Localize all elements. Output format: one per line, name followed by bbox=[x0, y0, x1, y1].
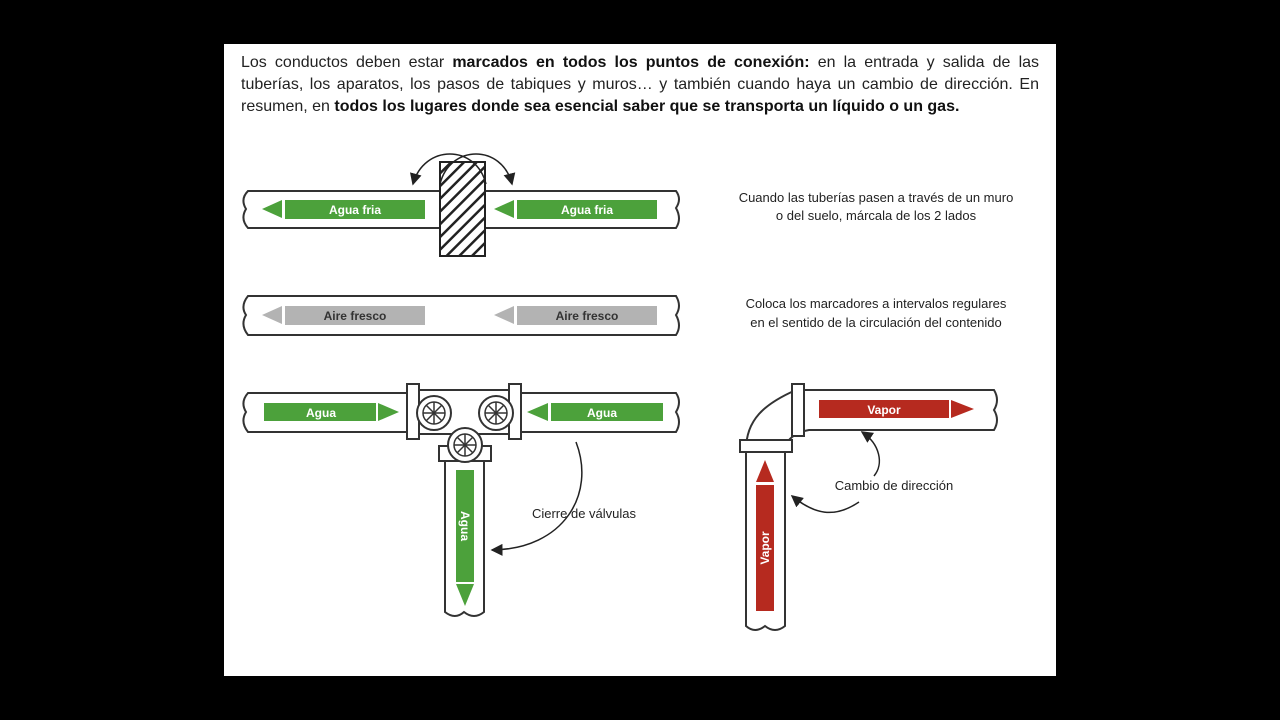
caption-interval-line2: en el sentido de la circulación del cont… bbox=[750, 315, 1002, 330]
marker-label: Agua bbox=[306, 406, 336, 420]
valve-wheel-right bbox=[478, 395, 514, 431]
marker-label: Aire fresco bbox=[324, 309, 387, 323]
marker-label: Agua fria bbox=[561, 203, 613, 217]
marker-band bbox=[756, 485, 774, 611]
direction-callout-arrow-up bbox=[860, 431, 881, 477]
marker-arrow bbox=[756, 460, 774, 482]
pipe-body bbox=[242, 295, 680, 336]
marker-vapor-up: Vapor bbox=[756, 460, 774, 611]
valve-wheel-left bbox=[416, 395, 452, 431]
marker-label: Vapor bbox=[867, 403, 901, 417]
marker-agua-right: Agua bbox=[527, 403, 663, 421]
marker-arrow bbox=[378, 403, 399, 421]
wall-arrow-right bbox=[439, 153, 516, 186]
marker-label: Vapor bbox=[758, 531, 772, 565]
wall-hatch bbox=[439, 161, 486, 257]
marker-band bbox=[285, 306, 425, 325]
marker-band bbox=[285, 200, 425, 219]
intro-part-2: en la entrada y salida de las tuberías, … bbox=[241, 54, 1040, 115]
marker-band bbox=[264, 403, 376, 421]
pipe-marking-diagram: Agua fria Agua fria Cuando las tuberías … bbox=[242, 153, 1014, 631]
pipe-body-elbow bbox=[745, 389, 998, 631]
marker-band bbox=[517, 200, 657, 219]
marker-aire-fresco-left: Aire fresco bbox=[262, 306, 425, 325]
marker-agua-left: Agua bbox=[264, 403, 399, 421]
caption-interval-line1: Coloca los marcadores a intervalos regul… bbox=[746, 296, 1007, 311]
marker-vapor-right: Vapor bbox=[819, 400, 974, 418]
valves-callout-arrow bbox=[490, 441, 583, 556]
marker-arrow bbox=[494, 306, 514, 324]
marker-aire-fresco-right: Aire fresco bbox=[494, 306, 657, 325]
wall-pipe: Agua fria Agua fria bbox=[242, 153, 680, 257]
intro-bold-2: todos los lugares donde sea esencial sab… bbox=[334, 98, 960, 115]
marker-band bbox=[517, 306, 657, 325]
slide: Los conductos deben estar marcados en to… bbox=[224, 44, 1056, 676]
valve-pipe: Agua Agua Agua bbox=[242, 383, 680, 617]
marker-label: Agua bbox=[458, 511, 472, 541]
elbow-flange-side bbox=[739, 439, 793, 453]
intro-text: Los conductos deben estar marcados en to… bbox=[241, 52, 1039, 118]
marker-band bbox=[456, 470, 474, 582]
marker-agua-fria-right: Agua fria bbox=[494, 200, 657, 219]
intro-bold-1: marcados en todos los puntos de conexión… bbox=[452, 54, 810, 71]
wall-arrow-left bbox=[410, 153, 487, 186]
direction-callout-arrow-left bbox=[790, 495, 860, 514]
marker-label: Agua fria bbox=[329, 203, 381, 217]
marker-arrow bbox=[527, 403, 548, 421]
caption-wall-line2: o del suelo, márcala de los 2 lados bbox=[776, 208, 977, 223]
marker-arrow bbox=[456, 584, 474, 606]
marker-agua-down: Agua bbox=[456, 470, 474, 606]
caption-valves: Cierre de válvulas bbox=[532, 506, 637, 521]
marker-arrow bbox=[951, 400, 974, 418]
elbow-pipe: Vapor Vapor bbox=[739, 383, 998, 631]
marker-arrow bbox=[494, 200, 514, 218]
valve-wheel-bottom bbox=[447, 427, 483, 463]
caption-wall-line1: Cuando las tuberías pasen a través de un… bbox=[739, 190, 1014, 205]
marker-label: Agua bbox=[587, 406, 617, 420]
marker-arrow bbox=[262, 306, 282, 324]
marker-agua-fria-left: Agua fria bbox=[262, 200, 425, 219]
intro-part-1: Los conductos deben estar bbox=[241, 54, 453, 71]
marker-band bbox=[819, 400, 949, 418]
caption-direction: Cambio de dirección bbox=[835, 478, 954, 493]
interval-pipe: Aire fresco Aire fresco bbox=[242, 295, 680, 336]
elbow-flange-top bbox=[791, 383, 805, 437]
marker-label: Aire fresco bbox=[556, 309, 619, 323]
marker-arrow bbox=[262, 200, 282, 218]
marker-band bbox=[551, 403, 663, 421]
